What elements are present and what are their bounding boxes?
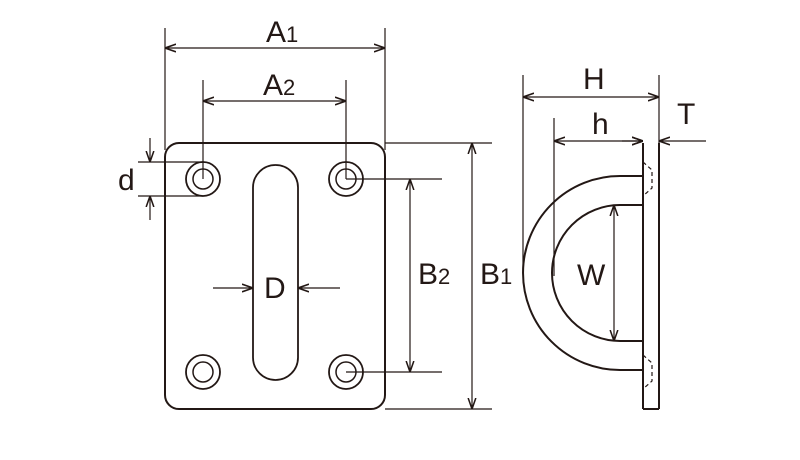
side-plate (642, 143, 660, 410)
dimension-d-slot: D (213, 272, 340, 305)
label-d: d (118, 164, 135, 197)
label-b2: B2 (418, 258, 450, 291)
label-D: D (264, 272, 286, 305)
dimension-b2: B2 (346, 178, 450, 373)
label-a2: A2 (263, 69, 295, 102)
dimension-t: T (622, 98, 706, 141)
label-b1: B1 (480, 258, 512, 291)
label-T: T (677, 98, 695, 131)
dimension-w: W (577, 205, 614, 341)
label-a1: A1 (266, 16, 298, 49)
base-plate (164, 142, 386, 410)
mounting-hole-bottom-left (185, 354, 221, 390)
label-h: h (592, 108, 609, 141)
center-slot (252, 164, 299, 381)
label-W: W (577, 259, 606, 292)
side-view: H h T W (522, 63, 706, 410)
label-H: H (583, 63, 605, 96)
dimension-d-small: d (118, 138, 203, 220)
dimension-h-total: H (522, 63, 660, 273)
dimension-b1: B1 (385, 142, 512, 410)
dimension-a1: A1 (164, 16, 386, 150)
dimension-a2: A2 (202, 69, 347, 179)
